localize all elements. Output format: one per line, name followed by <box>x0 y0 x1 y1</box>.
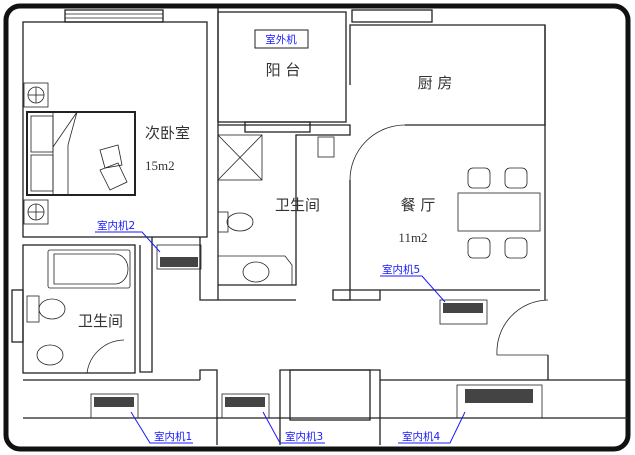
indoor-unit-2: 室内机2 <box>95 219 202 270</box>
indoor-unit-5: 室内机5 <box>380 263 488 325</box>
sink <box>36 344 64 366</box>
bathroom-left: 卫生间 <box>11 244 136 374</box>
room-name: 阳 台 <box>266 61 301 79</box>
outdoor-unit-box <box>254 29 309 49</box>
indoor-unit-label: 室内机2 <box>97 219 135 232</box>
toilet <box>26 295 40 323</box>
dining-room: 餐 厅 11m2 <box>332 167 549 356</box>
room-area: 15m2 <box>145 158 175 173</box>
window <box>244 121 311 133</box>
bathtub <box>47 249 131 289</box>
indoor-unit-label: 室内机5 <box>382 263 420 276</box>
indoor-unit-label: 室内机1 <box>154 430 192 443</box>
indoor-unit-label: 室内机3 <box>285 430 323 443</box>
window <box>64 9 164 23</box>
second-bedroom: 次卧室 15m2 <box>22 8 219 300</box>
interior-walls <box>23 237 628 445</box>
shower <box>217 134 263 181</box>
room-name: 卫生间 <box>275 196 320 214</box>
outer-wall <box>3 3 631 452</box>
outdoor-unit-label: 室外机 <box>265 33 297 46</box>
sink <box>242 261 270 283</box>
chairs <box>467 167 528 259</box>
bathroom-middle: 卫生间 <box>217 124 351 286</box>
indoor-unit-4: 室内机4 <box>398 384 543 444</box>
window <box>11 289 24 343</box>
room-name: 卫生间 <box>78 312 123 330</box>
indoor-unit-1: 室内机1 <box>90 393 193 444</box>
toilet <box>226 212 254 232</box>
indoor-unit-label: 室内机4 <box>402 430 440 443</box>
balcony: 室外机 阳 台 <box>217 11 347 133</box>
room-name: 次卧室 <box>145 124 190 142</box>
indoor-unit-3: 室内机3 <box>221 393 325 444</box>
room-name: 厨 房 <box>418 74 453 92</box>
kitchen: 厨 房 <box>349 9 546 300</box>
dining-table <box>457 192 541 232</box>
window <box>351 9 433 23</box>
bed <box>26 111 136 196</box>
room-name: 餐 厅 <box>401 196 436 214</box>
room-area: 11m2 <box>398 230 427 245</box>
nightstand-lamp-icon <box>23 82 49 225</box>
